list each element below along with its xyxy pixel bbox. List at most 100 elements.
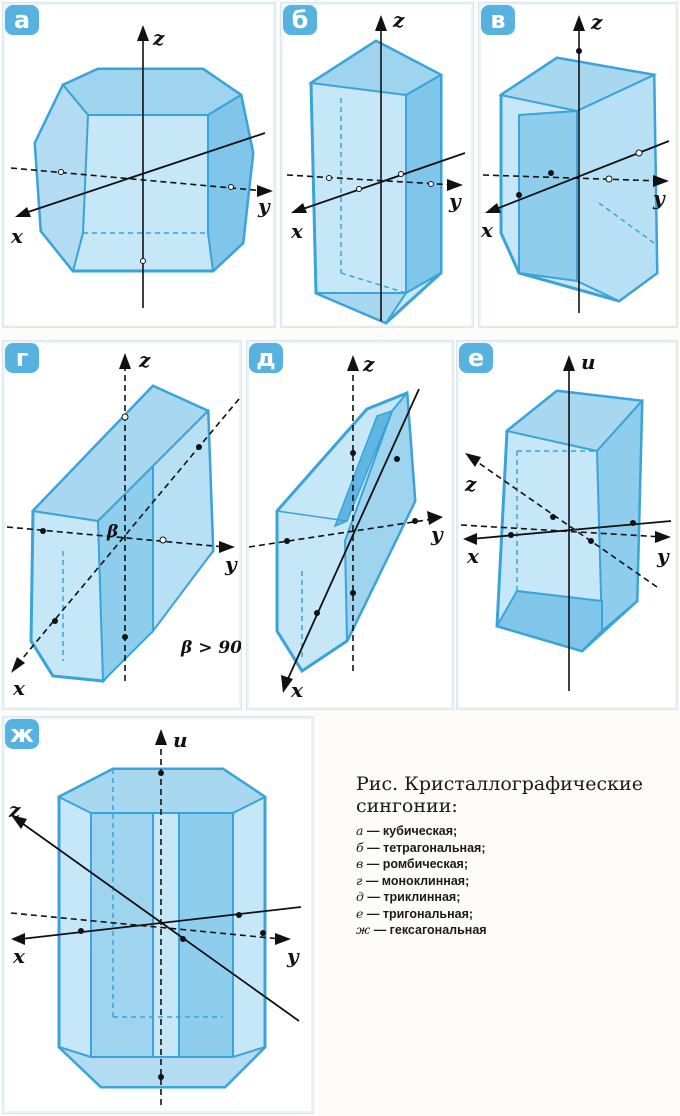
z-axis-label: z xyxy=(8,798,21,822)
caption-item-key: ж xyxy=(356,922,371,937)
caption-item-key: в xyxy=(356,856,364,871)
crystal-face-left xyxy=(33,83,90,274)
y-axis-label: y xyxy=(286,944,300,968)
y-arrowhead xyxy=(427,511,443,525)
caption-item-key: д xyxy=(356,889,364,904)
y-arrowhead xyxy=(653,175,669,187)
z-axis-label: z xyxy=(138,348,151,372)
axis-point xyxy=(588,538,594,544)
panel-letter-a: а xyxy=(5,5,39,35)
y-axis-label: y xyxy=(224,552,238,576)
axis-point xyxy=(548,170,554,176)
axis-point xyxy=(159,536,167,544)
cubic-crystal-drawing: z y x xyxy=(10,25,273,308)
caption-item-key: б xyxy=(356,839,364,855)
axis-point xyxy=(121,413,129,421)
axis-point xyxy=(158,1074,164,1080)
z-arrowhead xyxy=(119,353,131,369)
y-axis xyxy=(6,526,226,548)
axis-point xyxy=(635,149,643,157)
x-arrowhead xyxy=(463,533,477,545)
z-arrowhead xyxy=(375,15,387,31)
axis-point xyxy=(398,171,404,177)
x-axis-label: x xyxy=(466,544,480,568)
axis-point xyxy=(508,532,514,538)
panel-triclinic: z y x д xyxy=(246,340,454,710)
angle-beta-label: β xyxy=(106,522,118,542)
crystal-face-front xyxy=(343,390,417,642)
x-axis-label: x xyxy=(290,678,304,702)
y-axis-label: y xyxy=(257,194,271,218)
crystal-face-top xyxy=(61,68,243,116)
x-axis xyxy=(18,132,266,216)
figure-caption: Рис. Кристаллографические сингонии: а — … xyxy=(356,773,676,939)
y-arrowhead xyxy=(447,179,463,191)
crystal-face-right xyxy=(178,812,234,1058)
z-axis-label: z xyxy=(152,26,165,50)
axis-point xyxy=(576,48,582,54)
axis-point xyxy=(52,618,58,624)
caption-item-text: — тригональная; xyxy=(366,906,474,921)
panel-cubic: z y x а xyxy=(2,2,276,328)
axis-point xyxy=(605,175,613,183)
caption-item-key: е xyxy=(356,905,364,921)
crystal-face-right xyxy=(595,398,644,634)
crystal-face-right xyxy=(207,93,255,274)
panel-letter-e: е xyxy=(459,343,493,373)
y-axis xyxy=(10,912,282,940)
caption-item-key: г xyxy=(356,872,363,888)
panel-trigonal: u z y x е xyxy=(456,340,678,710)
y-axis-label: y xyxy=(656,544,670,568)
axis-point xyxy=(630,520,636,526)
axis-point xyxy=(314,610,320,616)
caption-item-text: — гексагональная xyxy=(373,923,487,937)
x-arrowhead xyxy=(15,207,31,217)
x-axis-label: x xyxy=(12,944,26,968)
x-arrowhead xyxy=(11,933,25,945)
caption-item: б — тетрагональная; xyxy=(356,840,676,857)
x-axis-label: x xyxy=(12,676,26,700)
axis-point xyxy=(350,590,356,596)
axis-point xyxy=(140,258,146,264)
panel-letter-zh: ж xyxy=(5,719,39,749)
panel-letter-b: б xyxy=(283,5,317,35)
axis-point xyxy=(40,528,46,534)
z-axis-label: z xyxy=(392,8,405,32)
caption-item: е — тригональная; xyxy=(356,906,676,923)
x-axis xyxy=(20,906,302,940)
y-arrowhead xyxy=(655,531,671,543)
z-axis xyxy=(472,458,658,588)
z-axis-label: z xyxy=(464,472,477,496)
crystal-face-right xyxy=(152,408,215,634)
x-arrowhead xyxy=(11,657,25,673)
caption-list: а — кубическая; б — тетрагональная; в — … xyxy=(356,823,676,939)
panel-letter-v: в xyxy=(481,5,515,35)
axis-point xyxy=(260,930,266,936)
crystal-face-bottom xyxy=(315,292,408,325)
panel-letter-d: д xyxy=(249,343,283,373)
caption-item-text: — триклинная; xyxy=(367,890,461,904)
z-arrowhead xyxy=(465,453,481,467)
z-axis-label: z xyxy=(590,10,603,34)
u-axis-label: u xyxy=(173,728,188,752)
z-axis-label: z xyxy=(362,352,375,376)
x-axis-label: x xyxy=(480,218,494,242)
caption-item: ж — гексагональная xyxy=(356,922,676,939)
axis-point xyxy=(236,912,242,918)
x-axis-label: x xyxy=(290,219,304,243)
caption-item: г — моноклинная; xyxy=(356,873,676,890)
axis-point xyxy=(284,538,290,544)
y-arrowhead xyxy=(275,933,291,945)
panel-orthorhombic: z y x в xyxy=(478,2,678,328)
panel-hexagonal: u z y x ж xyxy=(2,716,314,1114)
axis-point xyxy=(428,181,434,187)
axis-point xyxy=(180,936,186,942)
x-axis-label: x xyxy=(10,224,24,248)
y-axis-label: y xyxy=(448,189,462,213)
caption-item-key: а xyxy=(356,823,364,838)
x-axis xyxy=(286,388,420,682)
crystal-face-bottom xyxy=(58,1046,266,1088)
edge-hidden xyxy=(598,202,655,244)
z-arrowhead xyxy=(347,355,359,371)
crystal-face-right xyxy=(405,73,442,295)
